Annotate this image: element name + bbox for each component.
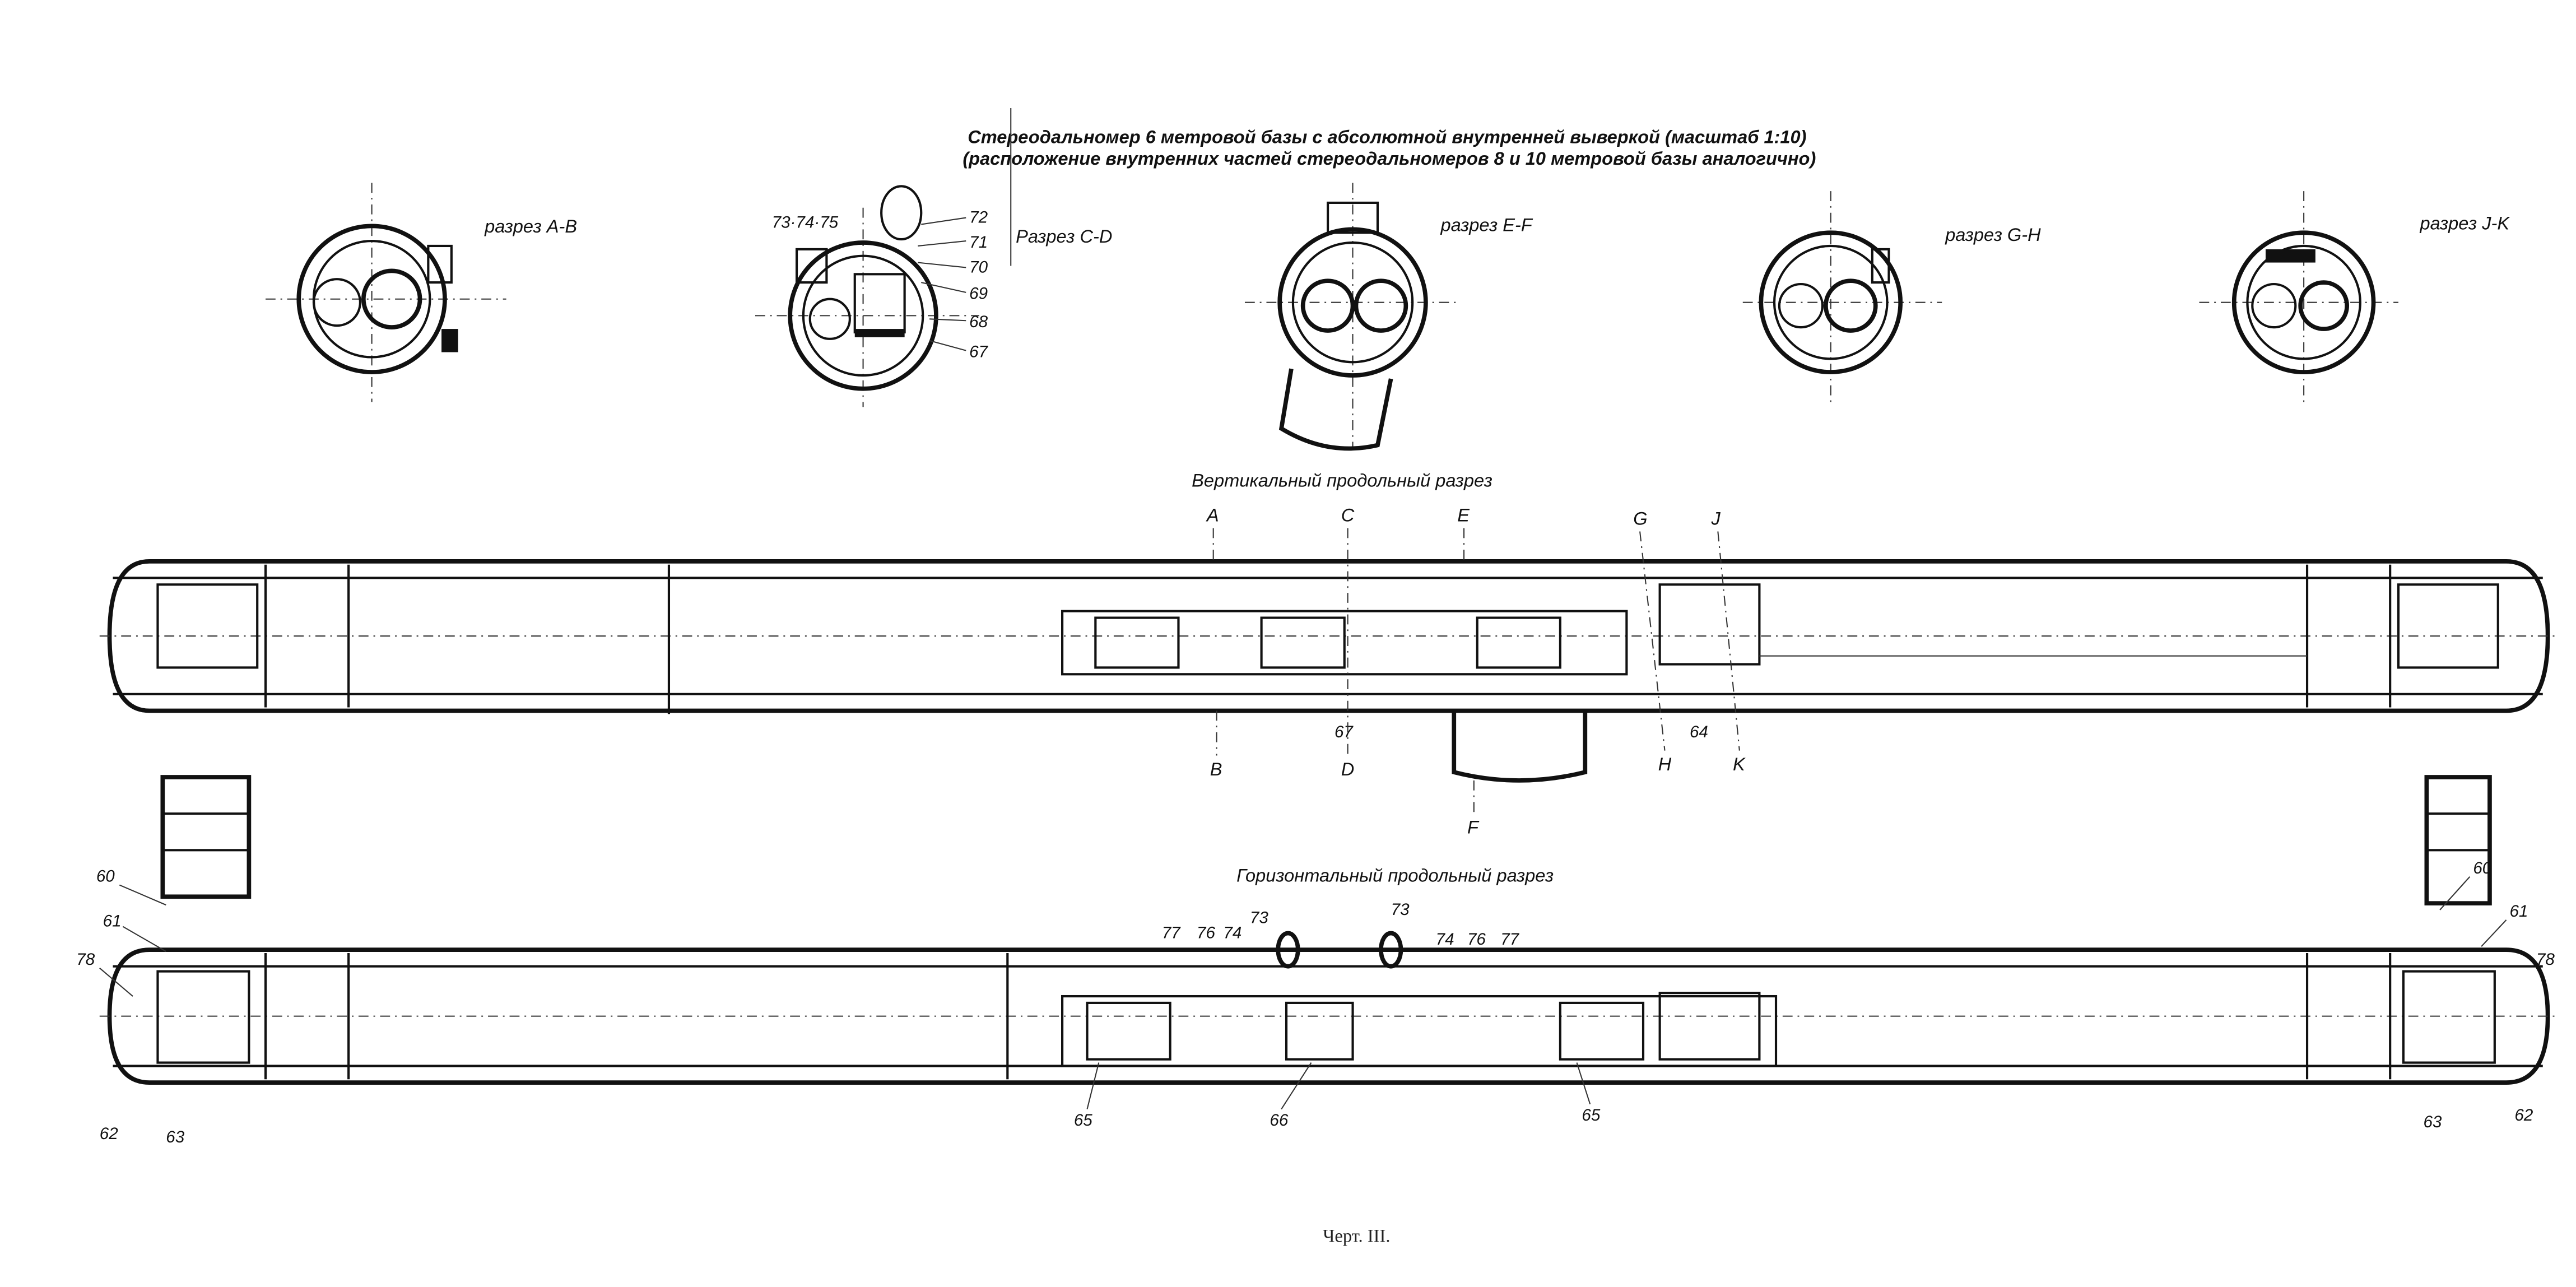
horizontal-section: Горизонтальный продольный разрез 60 61 7…	[76, 775, 2556, 1146]
section-mark-c: C	[1341, 505, 1355, 526]
section-e-f: разрез E-F	[1244, 183, 1533, 451]
callout-60-left: 60	[96, 867, 115, 886]
callout-65-a: 65	[1074, 1111, 1092, 1130]
section-mark-a: A	[1206, 505, 1219, 526]
callout-61-right: 61	[2509, 902, 2528, 921]
section-label-j-k: разрез J-K	[2420, 213, 2510, 233]
callout-60-right: 60	[2473, 859, 2491, 877]
callout-69: 69	[969, 285, 988, 303]
callout-71: 71	[969, 233, 988, 252]
callout-62-right: 62	[2514, 1106, 2533, 1125]
vertical-section-title: Вертикальный продольный разрез	[1192, 471, 1492, 491]
section-mark-h: H	[1658, 754, 1672, 774]
section-mark-d: D	[1341, 759, 1355, 779]
section-label-a-b: разрез A-B	[484, 216, 577, 236]
section-mark-e: E	[1457, 505, 1470, 526]
callout-63-left: 63	[166, 1128, 184, 1146]
callout-76-a: 76	[1197, 923, 1215, 942]
callout-76-b: 76	[1467, 930, 1486, 949]
callout-63-right: 63	[2423, 1113, 2442, 1131]
callout-66: 66	[1270, 1111, 1288, 1130]
callout-73-a: 73	[1250, 909, 1268, 927]
section-mark-f: F	[1467, 817, 1480, 838]
callout-77-a: 77	[1162, 923, 1181, 942]
callout-73-b: 73	[1391, 900, 1410, 919]
callout-67-vertical: 67	[1335, 723, 1354, 741]
section-label-c-d: Разрез C-D	[1016, 226, 1112, 247]
section-j-k: разрез J-K	[2199, 191, 2510, 407]
section-g-h: разрез G-H	[1742, 191, 2041, 407]
figure-caption: Черт. III.	[1323, 1226, 1390, 1247]
callout-74-b: 74	[1436, 930, 1454, 949]
callout-74-a: 74	[1223, 923, 1241, 942]
callout-73-74-75: 73·74·75	[772, 213, 839, 231]
section-mark-b: B	[1210, 759, 1222, 779]
callout-61-left: 61	[103, 912, 122, 931]
callout-68: 68	[969, 313, 988, 331]
section-c-d: 73·74·75 72 71 70 69 68 67 Разрез C-D	[755, 185, 1112, 407]
callout-65-b: 65	[1582, 1106, 1600, 1125]
horizontal-section-title: Горизонтальный продольный разрез	[1236, 866, 1554, 886]
section-mark-g: G	[1633, 509, 1647, 529]
callout-77-b: 77	[1500, 930, 1519, 949]
callout-70: 70	[969, 258, 988, 276]
callout-78-left: 78	[76, 950, 95, 969]
callout-67: 67	[969, 342, 988, 361]
title-line-1: Стереодальномер 6 метровой базы с абсолю…	[968, 127, 1806, 147]
section-mark-k: K	[1733, 754, 1746, 774]
section-label-e-f: разрез E-F	[1440, 215, 1533, 235]
vertical-section: Вертикальный продольный разрез A C E G J…	[99, 471, 2556, 838]
section-a-b: разрез A-B	[266, 183, 577, 402]
section-mark-j: J	[1710, 509, 1721, 529]
title-line-2: (расположение внутренних частей стереода…	[962, 148, 1816, 169]
section-label-g-h: разрез G-H	[1945, 225, 2041, 245]
callout-78-right: 78	[2536, 950, 2555, 969]
callout-62-left: 62	[100, 1125, 118, 1143]
callout-64: 64	[1690, 723, 1708, 741]
callout-72: 72	[969, 208, 988, 226]
